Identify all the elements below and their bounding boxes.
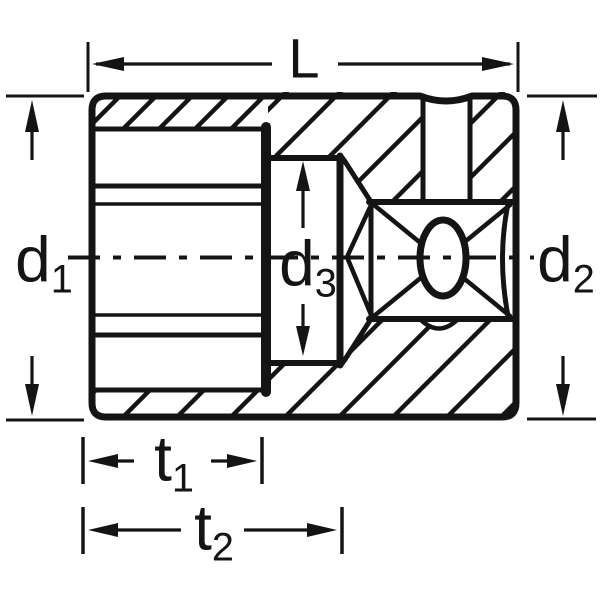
arrowhead-right bbox=[482, 57, 514, 71]
drive-right-arc bbox=[500, 201, 511, 319]
arrowhead-down bbox=[25, 384, 39, 416]
groove-band bbox=[420, 93, 473, 205]
dimension-d2 bbox=[527, 94, 597, 421]
dimension-t2 bbox=[81, 507, 344, 554]
arrowhead-left bbox=[92, 57, 124, 71]
socket-body-outline bbox=[88, 92, 520, 421]
dimension-d3 bbox=[296, 161, 310, 356]
arrowhead-up bbox=[556, 100, 570, 132]
arrowhead-down bbox=[556, 384, 570, 416]
dimension-t1 bbox=[81, 437, 264, 484]
drive-chamfer bbox=[341, 316, 374, 364]
drive-chamfer bbox=[341, 157, 374, 205]
arrowhead-left bbox=[88, 454, 118, 468]
dimension-d1 bbox=[6, 94, 84, 422]
arrowhead-up bbox=[296, 161, 310, 191]
arrowhead-right bbox=[307, 523, 337, 537]
arrowhead-right bbox=[227, 454, 257, 468]
hatching-solid-body bbox=[92, 92, 518, 418]
hatching-top-wall bbox=[92, 96, 270, 129]
inner-bore bbox=[265, 152, 345, 369]
dimension-L bbox=[86, 42, 520, 92]
arrowhead-down bbox=[296, 326, 310, 356]
drive-cone-lines bbox=[344, 200, 375, 320]
arrowhead-up bbox=[25, 100, 39, 132]
arrowhead-left bbox=[88, 523, 118, 537]
